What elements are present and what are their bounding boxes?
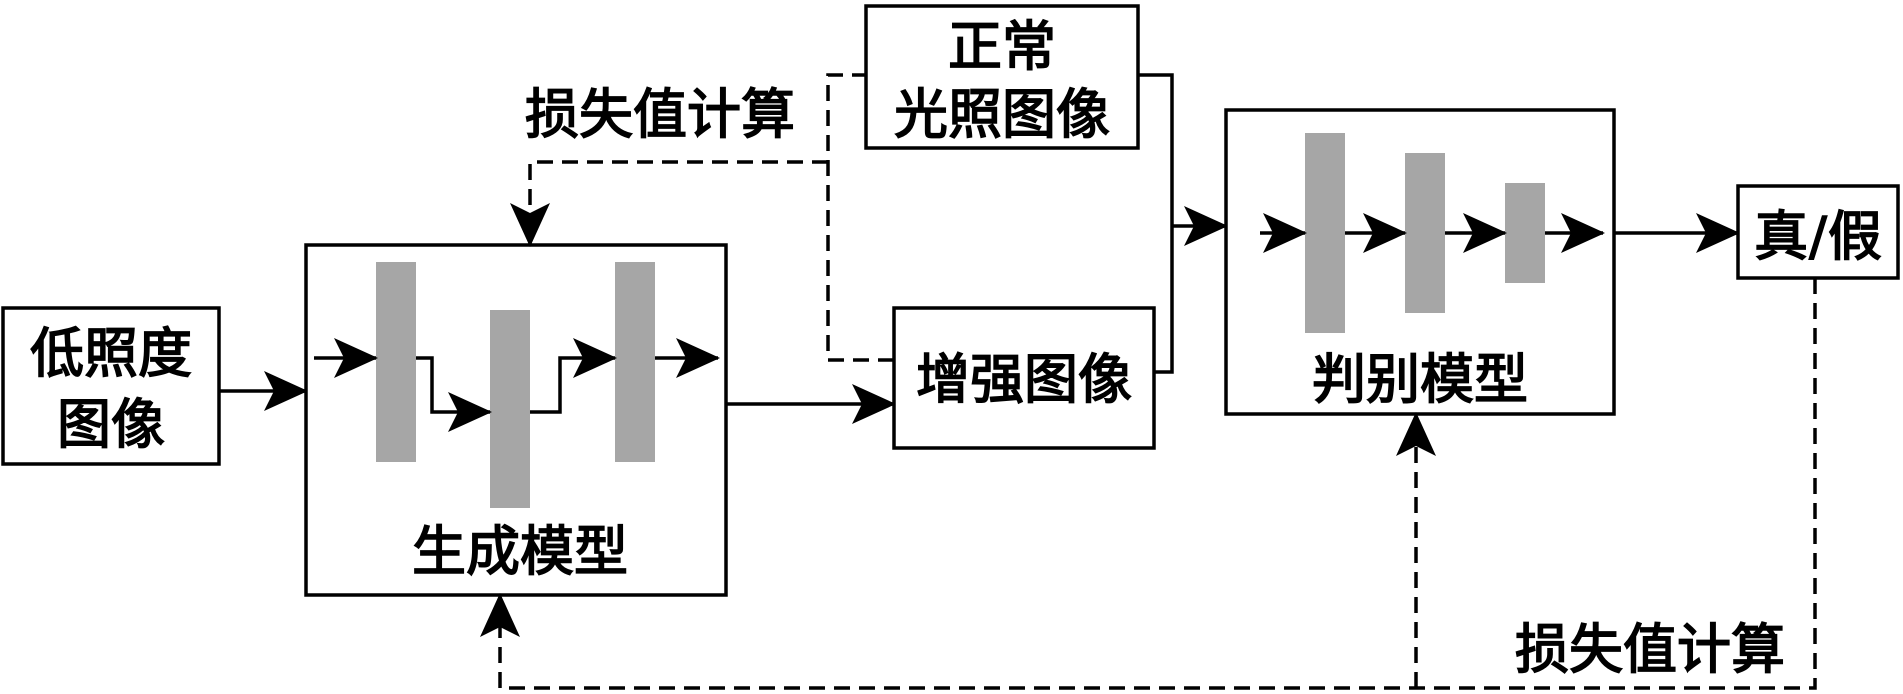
enhanced-label: 增强图像 [916, 347, 1132, 411]
low-light-label-line1: 低照度 [30, 321, 192, 385]
low-light-label-line2: 图像 [57, 392, 165, 456]
generator-node: 生成模型 [304, 243, 728, 597]
low-light-image-node: 低照度 图像 [1, 306, 221, 466]
output-node: 真/假 [1736, 184, 1900, 280]
generator-layer-1 [376, 262, 416, 462]
output-label: 真/假 [1754, 204, 1882, 268]
generator-inner-arrow-2 [416, 356, 492, 432]
generator-label: 生成模型 [412, 519, 628, 583]
enhanced-image-node: 增强图像 [892, 306, 1156, 450]
discriminator-layer-1 [1305, 133, 1345, 333]
bottom-loss-dashed-arrow-to-generator [480, 278, 1817, 690]
discriminator-label: 判别模型 [1312, 347, 1528, 411]
normal-light-image-node: 正常 光照图像 [864, 4, 1140, 150]
merge-line-to-discriminator [1138, 73, 1174, 374]
generator-layer-2 [490, 310, 530, 508]
generator-layer-3 [615, 262, 655, 462]
bottom-loss-label: 损失值计算 [1515, 617, 1785, 681]
discriminator-layer-2 [1405, 153, 1445, 313]
top-loss-dashed-link [826, 73, 894, 362]
normal-light-label-line1: 正常 [948, 14, 1056, 78]
normal-light-label-line2: 光照图像 [894, 82, 1110, 146]
generator-inner-arrow-3 [530, 338, 617, 414]
top-loss-label: 损失值计算 [525, 82, 795, 146]
discriminator-node: 判别模型 [1224, 108, 1616, 416]
top-loss-dashed-arrow-to-generator [510, 160, 828, 247]
discriminator-layer-3 [1505, 183, 1545, 283]
